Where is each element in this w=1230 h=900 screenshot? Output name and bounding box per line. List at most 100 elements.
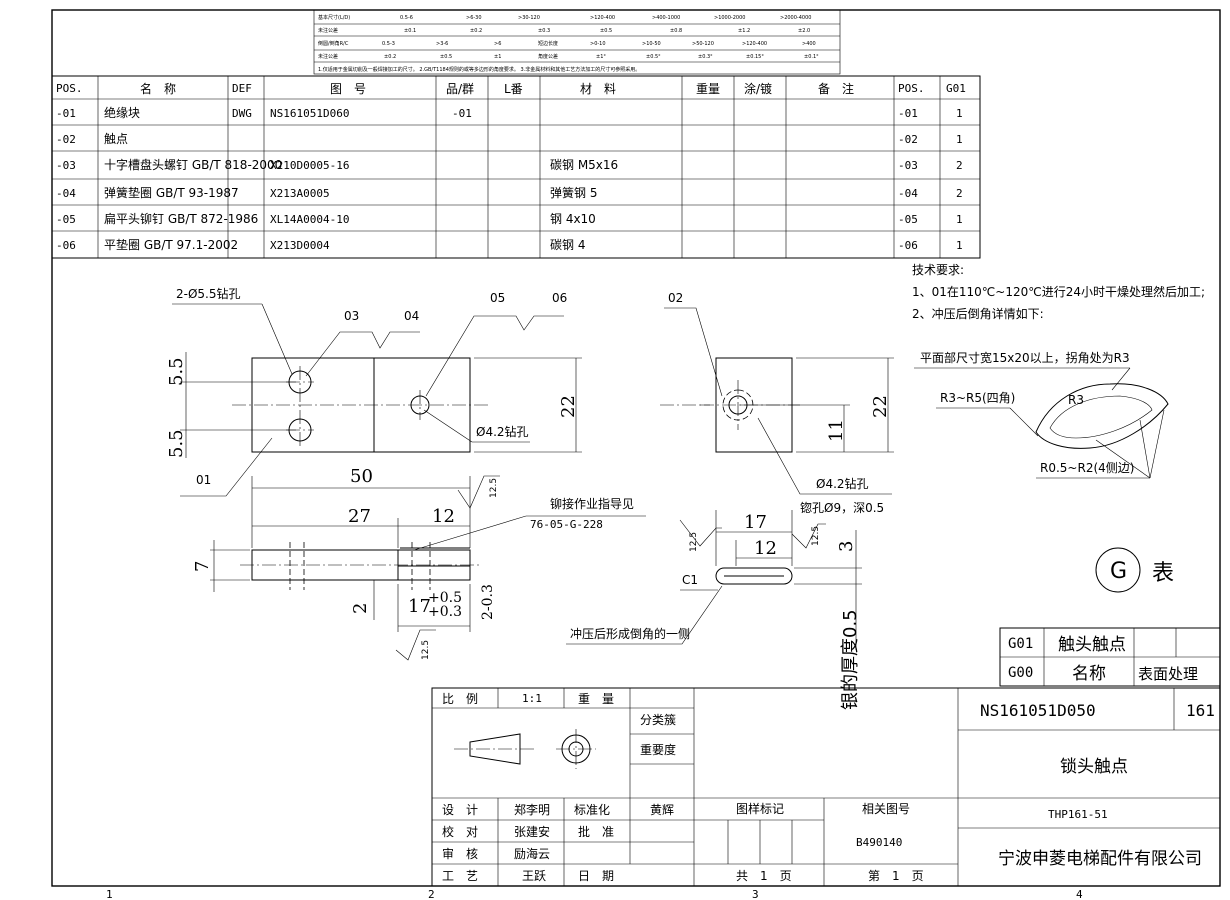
- g01-code: G01: [1008, 636, 1033, 652]
- bom-row-5-drawing: XL14A0004-10: [270, 213, 349, 226]
- bom-row-2-name: 触点: [104, 132, 128, 146]
- bom-row-2-pos2: -02: [898, 133, 918, 146]
- callout-01: 01: [196, 473, 211, 487]
- bom-row-6-drawing: X213D0004: [270, 239, 330, 252]
- mark-label: 图样标记: [736, 801, 784, 816]
- svg-text:>2000-4000: >2000-4000: [780, 15, 811, 21]
- dim-17: 17: [408, 596, 431, 617]
- svg-text:>400: >400: [802, 41, 816, 47]
- bom-header-pos: POS.: [56, 82, 83, 95]
- bom-header-remark: 备 注: [818, 81, 854, 96]
- company-name: 宁波申菱电梯配件有限公司: [998, 849, 1202, 869]
- svg-text:未注公差: 未注公差: [318, 27, 338, 34]
- bom-row-3-material: 碳钢 M5x16: [550, 158, 618, 172]
- right-dim-12: 12: [754, 538, 777, 559]
- svg-text:±0.3°: ±0.3°: [698, 54, 713, 60]
- bom-header-pos2: POS.: [898, 82, 925, 95]
- drawing-frame: [51, 9, 1221, 887]
- front-view: 5.5 5.5 22 2-Ø5.5钻孔 03 04 05 06 Ø4.2钻孔 0…: [166, 286, 582, 497]
- date-label: 日 期: [578, 869, 614, 883]
- svg-text:0.5-3: 0.5-3: [382, 41, 395, 47]
- svg-text:角度公差: 角度公差: [538, 53, 558, 60]
- g01-name: 触头触点: [1058, 635, 1126, 655]
- right-dim-11: 11: [826, 419, 847, 442]
- drill-note: Ø4.2钻孔: [476, 424, 529, 439]
- dim-17-tol-upper: +0.5: [428, 590, 462, 606]
- svg-text:未注公差: 未注公差: [318, 53, 338, 60]
- dim-2-minus-0-3: 2-0.3: [480, 584, 496, 620]
- tech-requirements: 技术要求: 1、01在110℃~120℃进行24小时干燥处理然后加工; 2、冲压…: [912, 263, 1205, 479]
- svg-text:>10-50: >10-50: [642, 41, 661, 47]
- svg-text:±0.1: ±0.1: [404, 28, 416, 34]
- svg-text:>30-120: >30-120: [518, 15, 540, 21]
- svg-text:±2.0: ±2.0: [798, 28, 810, 34]
- g-table: G01 触头触点 G00 名称 表面处理: [999, 627, 1221, 687]
- svg-text:±0.1°: ±0.1°: [804, 54, 819, 60]
- bom-row-2-pos: -02: [56, 133, 76, 146]
- right-dim-22: 22: [870, 395, 891, 418]
- svg-text:>120-400: >120-400: [742, 41, 767, 47]
- dim-17-tol-lower: +0.3: [428, 604, 462, 620]
- svg-text:基本尺寸(L/D): 基本尺寸(L/D): [318, 14, 350, 21]
- tolerance-table: 基本尺寸(L/D) 0.5-6 >6-30 >30-120 >120-400 >…: [313, 9, 841, 75]
- bom-row-1-qty: 1: [956, 107, 963, 120]
- callout-05: 05: [490, 291, 505, 305]
- dim-27: 27: [348, 506, 371, 527]
- svg-text:±1: ±1: [494, 54, 501, 60]
- related-label: 相关图号: [862, 802, 910, 816]
- r3-label: R3: [1068, 393, 1084, 407]
- roughness-top: 12.5: [489, 478, 499, 498]
- review-label: 审 核: [442, 846, 478, 861]
- g00-code: G00: [1008, 665, 1033, 681]
- bom-row-6-qty: 1: [956, 239, 963, 252]
- hole-note: 2-Ø5.5钻孔: [176, 286, 241, 301]
- svg-text:>400-1000: >400-1000: [652, 15, 680, 21]
- svg-text:±0.2: ±0.2: [384, 54, 396, 60]
- part-code: 161: [1186, 701, 1215, 720]
- svg-text:±0.3: ±0.3: [538, 28, 550, 34]
- tech-title: 技术要求:: [912, 263, 964, 277]
- design-label: 设 计: [442, 803, 478, 817]
- dim-22: 22: [558, 395, 579, 418]
- bom-row-4-drawing: X213A0005: [270, 187, 330, 200]
- chamfer-detail-sketch: [1035, 383, 1169, 449]
- approve-label: 批 准: [578, 824, 614, 839]
- bom-header-l: L番: [504, 82, 523, 96]
- bom-row-5-qty: 1: [956, 213, 963, 226]
- scale-label: 比 例: [442, 692, 478, 706]
- contact-strip: [715, 567, 793, 585]
- dim-12: 12: [432, 506, 455, 527]
- dim-7: 7: [192, 561, 213, 572]
- right-rough-left: 12.5: [689, 532, 699, 552]
- projection-symbol: [454, 729, 596, 769]
- svg-text:1.仅适用于金属切削及一般焊接加工的尺寸。 2.GB/T11: 1.仅适用于金属切削及一般焊接加工的尺寸。 2.GB/T1184规则的或等多边形…: [318, 66, 640, 73]
- bom-row-4-name: 弹簧垫圈 GB/T 93-1987: [104, 185, 239, 200]
- bom-row-4-pos: -04: [56, 187, 76, 200]
- g-label: G: [1110, 559, 1127, 584]
- dim-2: 2: [350, 603, 371, 614]
- bom-row-1-drawing: NS161051D060: [270, 107, 349, 120]
- std-label: 标准化: [574, 803, 610, 817]
- bom-row-3-name: 十字槽盘头螺钉 GB/T 818-2000: [104, 157, 282, 172]
- bom-row-4-material: 弹簧钢 5: [550, 185, 597, 200]
- right-drill-note: Ø4.2钻孔: [816, 476, 869, 491]
- zone-2: 2: [428, 888, 435, 900]
- scale-value: 1:1: [522, 692, 542, 705]
- svg-text:>120-400: >120-400: [590, 15, 615, 21]
- bom-row-3-pos: -03: [56, 159, 76, 172]
- checker: 张建安: [514, 824, 550, 839]
- dim-5-5-bottom: 5.5: [166, 429, 187, 458]
- right-dim-17: 17: [744, 512, 767, 533]
- dim-50: 50: [350, 466, 373, 487]
- designer: 郑李明: [514, 802, 550, 817]
- zone-3: 3: [752, 888, 759, 900]
- title-block: 比 例 1:1 重 量 分类簇 重要度 设 计 郑李明 标准化 黄辉 校 对 张…: [431, 687, 1221, 887]
- reviewer: 励海云: [514, 846, 550, 861]
- bom-header-g01: G01: [946, 82, 966, 95]
- g00-surface: 表面处理: [1138, 665, 1198, 683]
- g00-name: 名称: [1072, 664, 1106, 684]
- tech-line-1: 1、01在110℃~120℃进行24小时干燥处理然后加工;: [912, 284, 1205, 299]
- rivet-doc: 76-05-G-228: [530, 518, 603, 531]
- chamfer-side-note: 冲压后形成倒角的一侧: [570, 626, 690, 641]
- svg-text:>6: >6: [494, 41, 501, 47]
